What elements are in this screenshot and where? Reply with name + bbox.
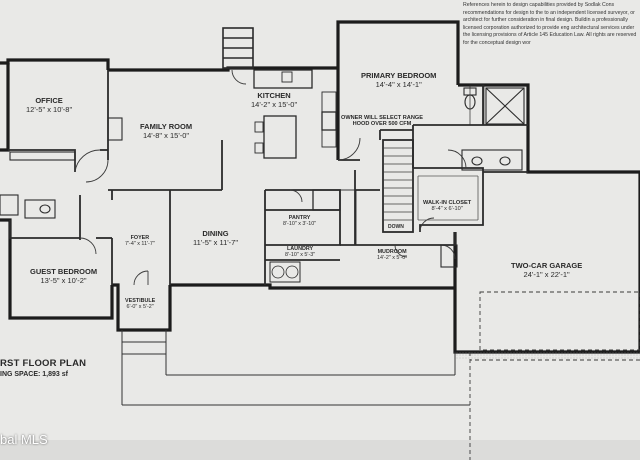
room-label-laundry: LAUNDRY 8'-10" x 5'-3" xyxy=(285,246,315,258)
room-label-pantry: PANTRY 8'-10" x 3'-10" xyxy=(283,215,316,227)
room-dimensions: 14'-2" x 5'-0" xyxy=(377,255,408,262)
mls-watermark: bal MLS xyxy=(0,432,48,447)
room-label-guest-bedroom: GUEST BEDROOM 13'-5" x 10'-2" xyxy=(30,267,98,285)
plan-title: RST FLOOR PLAN xyxy=(0,358,87,369)
room-name: FOYER xyxy=(130,235,150,241)
room-dimensions: 11'-5" x 11'-7" xyxy=(193,237,239,247)
rear-steps xyxy=(222,27,254,69)
living-space-label: ING SPACE: 1,893 sf xyxy=(0,371,68,378)
disclaimer-text: References herein to design capabilities… xyxy=(463,2,637,46)
room-label-primary-bedroom: PRIMARY BEDROOM 14'-4" x 14'-1" xyxy=(361,71,437,89)
bath-fixtures xyxy=(0,84,525,268)
room-label-office: OFFICE 12'-5" x 10'-8" xyxy=(26,96,73,114)
room-dimensions: 12'-5" x 10'-8" xyxy=(26,104,73,114)
room-name: WALK-IN CLOSET xyxy=(423,200,472,206)
room-label-dining: DINING 11'-5" x 11'-7" xyxy=(193,229,239,247)
range-hood-note: OWNER WILL SELECT RANGE HOOD OVER 500 CF… xyxy=(341,115,423,128)
stair-treads xyxy=(383,147,413,221)
room-label-family-room: FAMILY ROOM 14'-8" x 15'-0" xyxy=(140,122,193,140)
room-name: LAUNDRY xyxy=(287,246,314,252)
kitchen-fixtures xyxy=(253,69,357,283)
room-dimensions: 6'-0" x 5'-2" xyxy=(126,304,154,311)
room-label-foyer: FOYER 7'-4" x 11'-7" xyxy=(125,235,155,247)
room-dimensions: 14'-8" x 15'-0" xyxy=(142,130,190,140)
room-label-kitchen: KITCHEN 14'-2" x 15'-0" xyxy=(251,91,298,109)
room-name: OFFICE xyxy=(35,96,63,105)
room-dimensions: 13'-5" x 10'-2" xyxy=(40,275,87,285)
room-name: DINING xyxy=(202,229,229,238)
garage-slab xyxy=(455,352,640,360)
stair-down-label: DOWN xyxy=(388,224,404,231)
room-dimensions: 7'-4" x 11'-7" xyxy=(125,241,155,248)
room-label-mudroom: MUDROOM 14'-2" x 5'-0" xyxy=(377,249,407,261)
note-line: OWNER WILL SELECT RANGE xyxy=(341,115,423,121)
room-dimensions: 8'-4" x 6'-10" xyxy=(431,206,463,213)
front-steps xyxy=(121,330,470,406)
room-dimensions: 14'-4" x 14'-1" xyxy=(375,79,422,89)
room-dimensions: 8'-10" x 3'-10" xyxy=(283,221,317,228)
room-name: PRIMARY BEDROOM xyxy=(361,71,437,80)
room-name: FAMILY ROOM xyxy=(140,122,193,131)
room-name: TWO-CAR GARAGE xyxy=(511,261,583,270)
room-name: KITCHEN xyxy=(257,91,291,100)
room-label-garage: TWO-CAR GARAGE 24'-1" x 22'-1" xyxy=(511,261,583,279)
note-line: HOOD OVER 500 CFM xyxy=(352,121,412,128)
room-label-vestibule: VESTIBULE 6'-0" x 5'-2" xyxy=(125,298,155,310)
room-name: GUEST BEDROOM xyxy=(30,267,98,276)
room-name: MUDROOM xyxy=(377,249,407,255)
stair-label: DOWN xyxy=(388,224,404,230)
room-name: VESTIBULE xyxy=(125,298,156,304)
room-dimensions: 14'-2" x 15'-0" xyxy=(251,99,298,109)
room-name: PANTRY xyxy=(288,215,311,221)
room-dimensions: 24'-1" x 22'-1" xyxy=(523,269,570,279)
room-dimensions: 8'-10" x 5'-3" xyxy=(285,252,316,259)
closet-shelves xyxy=(417,175,479,221)
room-label-walk-in-closet: WALK-IN CLOSET 8'-4" x 6'-10" xyxy=(423,200,471,213)
